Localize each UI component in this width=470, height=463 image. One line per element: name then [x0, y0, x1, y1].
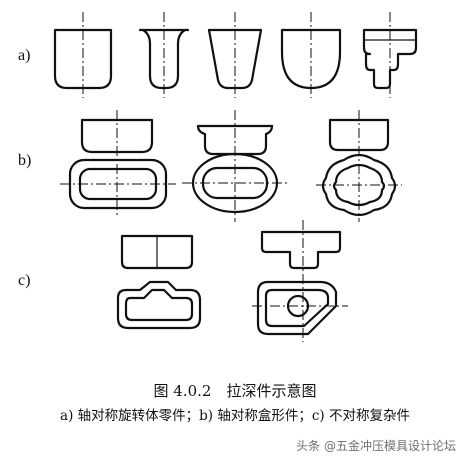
part-a1-straight-cup [53, 12, 113, 98]
part-c1-split-box [116, 234, 202, 330]
figure-caption-subtitle: a) 轴对称旋转体零件；b) 轴对称盒形件；c) 不对称复杂件 [60, 408, 410, 424]
part-b3-cross-box [316, 110, 402, 222]
part-a4-dome-cup [280, 12, 342, 98]
watermark-text: 头条 @五金冲压模具设计论坛 [296, 439, 456, 453]
row-b-label: b) [18, 152, 32, 169]
row-c-label: c) [18, 272, 31, 289]
part-a3-tapered-cup [207, 12, 263, 98]
part-a5-stepped-cup [362, 12, 418, 98]
part-b1-rect-box [60, 110, 176, 218]
part-a2-flanged-cup [138, 12, 190, 98]
part-b2-oval-flanged-box [182, 110, 288, 222]
figure-caption-title: 图 4.0.2 拉深件示意图 [153, 382, 317, 400]
row-a-label: a) [18, 47, 31, 64]
part-c2-stepped-asym-box [252, 220, 348, 342]
